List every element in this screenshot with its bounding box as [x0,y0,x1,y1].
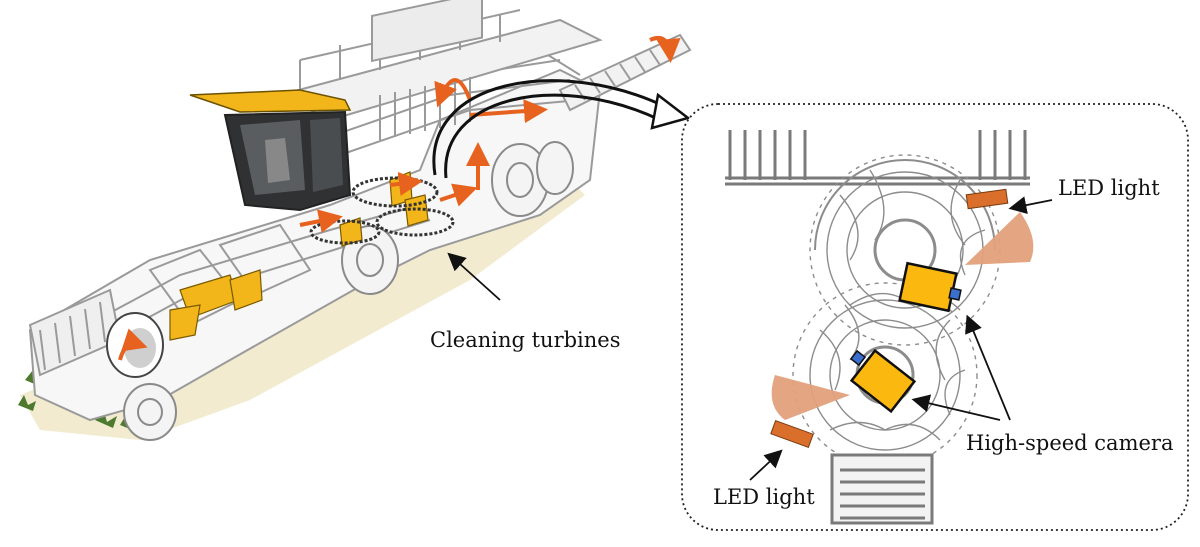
led-light-top [965,188,1009,210]
camera-pointer-lower [911,394,1001,421]
bottom-grating [830,453,934,525]
led-bottom-pointer [749,449,783,481]
harvester-illustration [18,0,692,441]
zoom-arrow [432,79,691,179]
led-top-pointer [1008,196,1053,215]
camera-pointer-upper [965,314,1011,421]
cleaning-turbines-label: Cleaning turbines [430,328,621,352]
light-cone-bottom [771,375,850,420]
top-grating [725,130,1030,186]
high-speed-camera-upper [898,261,962,313]
led-light-top-label: LED light [1058,176,1160,200]
light-cone-top [965,212,1034,265]
cleaning-turbines-pointer [447,252,501,301]
high-speed-camera-label: High-speed camera [966,431,1174,455]
high-speed-camera-lower [849,348,917,414]
flow-arrows [118,35,681,361]
led-light-bottom [770,419,814,449]
harvester-cab [189,89,352,212]
led-light-bottom-label: LED light [713,485,815,509]
detail-inset [681,103,1189,531]
cleaning-turbine-illustration [309,176,455,245]
inset-frame [681,103,1189,531]
